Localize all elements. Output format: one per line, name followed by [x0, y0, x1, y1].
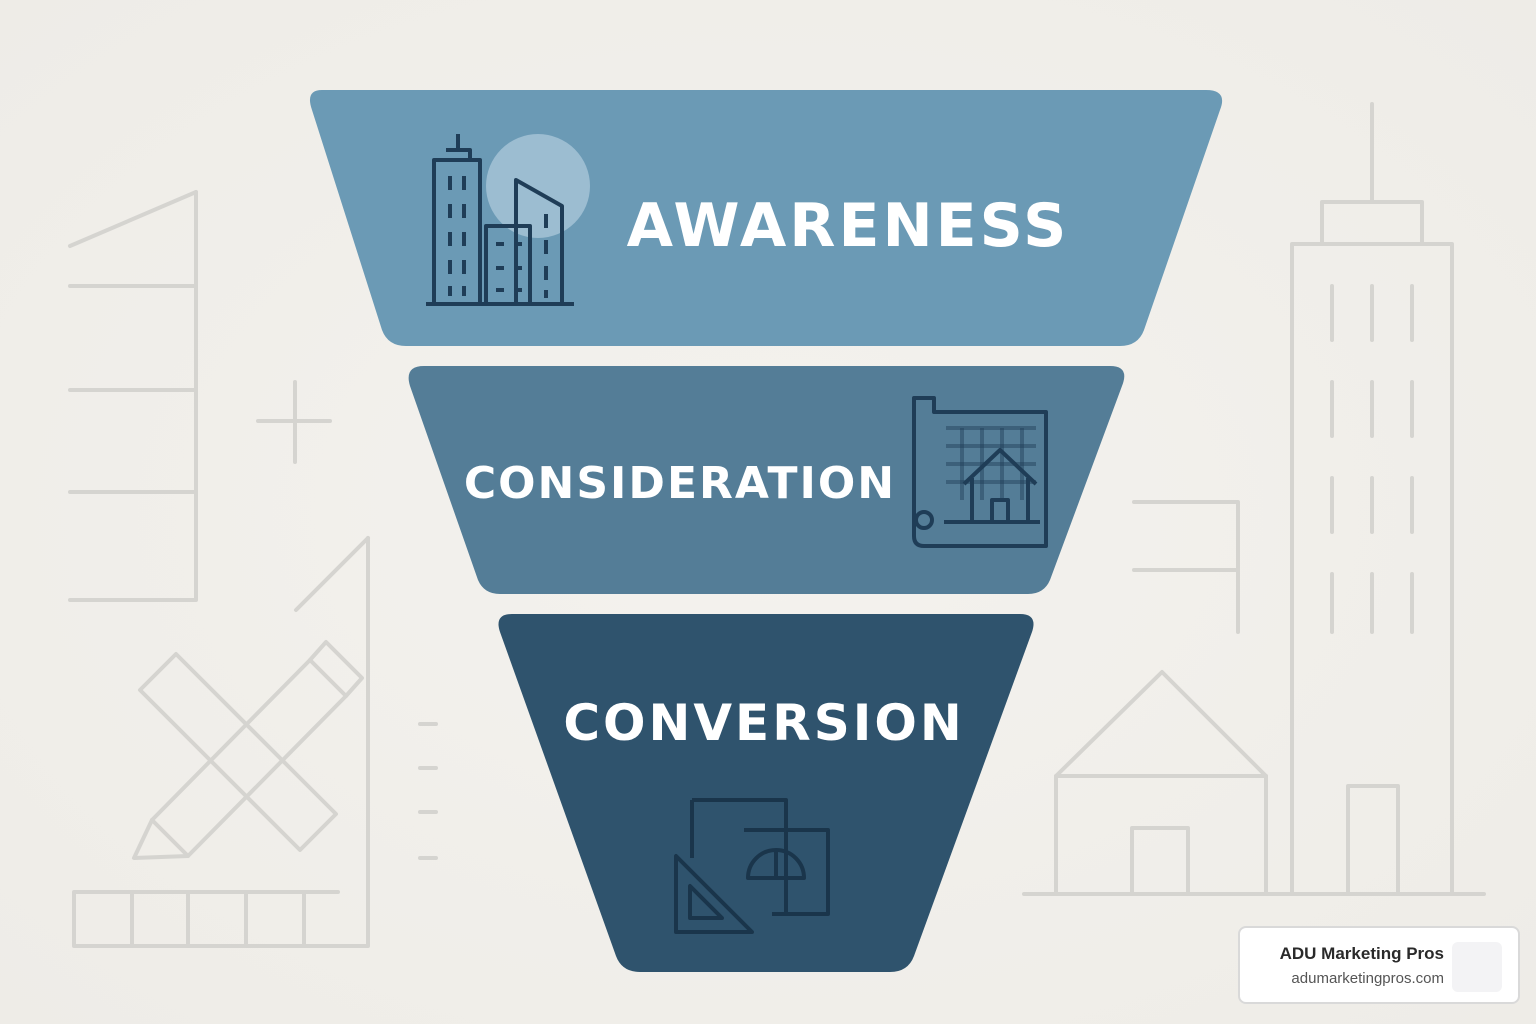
ruler-icon — [68, 190, 198, 602]
pencil-icon — [132, 640, 364, 860]
funnel-stage-awareness: AWARENESS — [309, 90, 1223, 346]
stage-label-consideration: CONSIDERATION — [464, 458, 896, 509]
stage-label-conversion: CONVERSION — [563, 694, 964, 752]
shelf-lines — [1132, 500, 1240, 634]
stage-label-awareness: AWARENESS — [627, 191, 1070, 261]
set-square-icon — [72, 536, 370, 948]
tick-marks — [418, 722, 438, 860]
badge-url[interactable]: adumarketingpros.com — [1291, 970, 1444, 987]
buildings-icon — [426, 134, 590, 306]
attribution-badge[interactable]: ADU Marketing Pros adumarketingpros.com — [1238, 926, 1520, 1004]
consideration-band — [408, 366, 1125, 594]
conversion-band — [498, 614, 1034, 972]
logo-icon — [1452, 942, 1502, 992]
house-outline-icon — [1054, 670, 1268, 894]
blueprint-house-icon — [912, 396, 1048, 548]
drafting-tools-icon — [674, 798, 830, 934]
funnel-stage-consideration: CONSIDERATION — [408, 366, 1125, 594]
skyscraper-outline-icon — [1290, 102, 1454, 894]
funnel-stage-conversion: CONVERSION — [498, 614, 1034, 972]
crosshair-icon — [256, 380, 332, 464]
badge-title: ADU Marketing Pros — [1279, 944, 1444, 963]
